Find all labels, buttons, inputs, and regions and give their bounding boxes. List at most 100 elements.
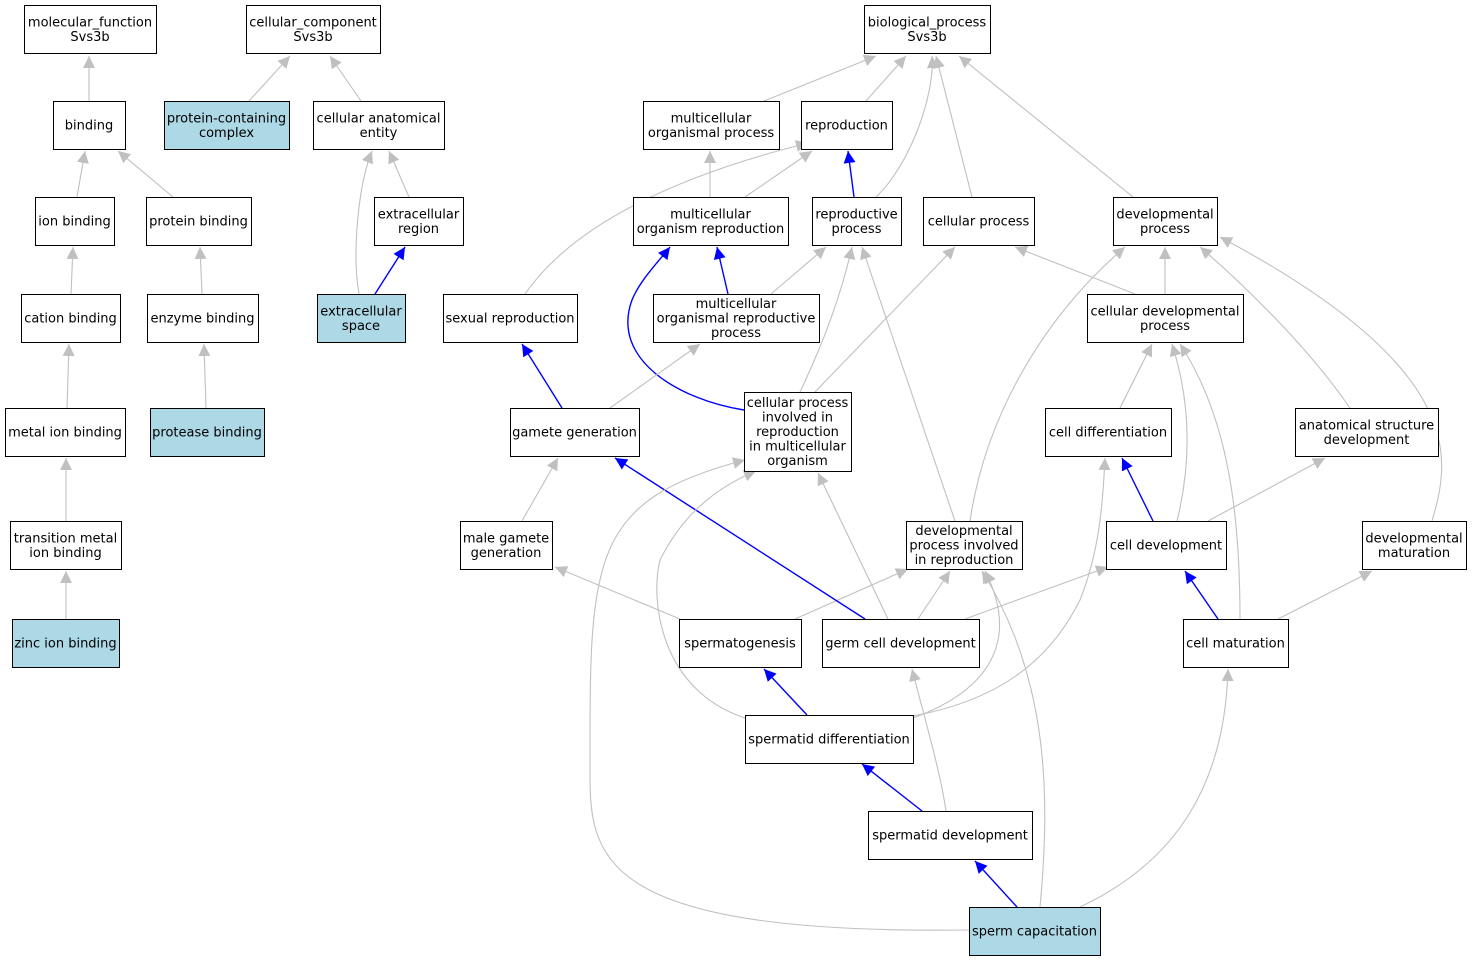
node-label-line: molecular_function [28,15,152,30]
node-label-line: involved in [762,411,833,426]
node-sperm-capacitation[interactable]: sperm capacitation [969,907,1101,956]
node-spermatid-development[interactable]: spermatid development [868,811,1033,860]
node-cell-maturation[interactable]: cell maturation [1183,619,1289,668]
edge-developmental-maturation-to-developmental-process [1219,236,1443,522]
node-cell-development[interactable]: cell development [1106,521,1227,570]
node-label-line: cellular process [928,215,1030,230]
node-box [1106,521,1227,570]
node-box [643,101,780,150]
node-box [801,101,893,150]
node-box [653,294,820,343]
node-germ-cell-development[interactable]: germ cell development [822,619,980,668]
node-gamete-generation[interactable]: gamete generation [510,408,640,457]
node-protease-binding[interactable]: protease binding [150,408,265,457]
node-label-line: process [1140,222,1190,237]
edge-layer [60,54,1443,931]
node-label-line: binding [65,119,113,134]
edge-spermatid-differentiation-to-cell-differentiation [912,457,1111,717]
node-box [24,5,157,54]
node-label-line: organismal reproductive [657,312,816,327]
node-zinc-ion-binding[interactable]: zinc ion binding [12,619,120,668]
node-box [864,5,991,54]
node-label-line: space [342,319,380,334]
node-binding[interactable]: binding [53,101,126,150]
node-label-line: reproductive [815,207,897,222]
node-cell-differentiation[interactable]: cell differentiation [1045,408,1172,457]
edge-developmental-process-involved-in-reproduction-to-reproductive-process [860,246,956,522]
node-label-line: cell development [1110,539,1222,554]
node-spermatid-differentiation[interactable]: spermatid differentiation [745,715,914,764]
node-metal-ion-binding[interactable]: metal ion binding [5,408,126,457]
node-spermatogenesis[interactable]: spermatogenesis [679,619,802,668]
node-label-line: protein binding [149,215,248,230]
node-box [53,101,126,150]
node-box [1045,408,1172,457]
node-label-line: entity [360,126,398,141]
node-protein-binding[interactable]: protein binding [146,197,252,246]
node-reproduction[interactable]: reproduction [801,101,893,150]
node-label-line: multicellular [670,207,751,222]
node-label-line: reproduction [756,425,839,440]
node-cation-binding[interactable]: cation binding [21,294,121,343]
node-label-line: organism [767,454,828,469]
edge-sperm-capacitation-to-cell-maturation [1079,668,1234,908]
node-label-line: generation [471,546,542,561]
node-box [317,294,406,343]
node-box [147,294,259,343]
node-enzyme-binding[interactable]: enzyme binding [147,294,259,343]
node-label-line: spermatid development [872,829,1028,844]
node-box [1295,408,1439,457]
node-label-line: cell differentiation [1049,426,1167,441]
node-sexual-reproduction[interactable]: sexual reproduction [443,294,578,343]
edge-sperm-capacitation-to-developmental-process-involved-in-reproduction [981,570,1046,908]
node-label-line: germ cell development [825,637,975,652]
node-label-line: Svs3b [70,30,109,45]
node-box [745,715,914,764]
node-box [812,197,902,246]
edge-cell-differentiation-to-cellular-developmental-process [1119,343,1153,409]
node-label-line: anatomical structure [1299,418,1434,433]
edge-multicellular-organism-reproduction-to-reproduction [744,150,813,198]
node-label-line: protein-containing [167,111,286,126]
node-label-line: maturation [1378,546,1450,561]
node-box [313,101,445,150]
node-label-line: ion binding [38,215,110,230]
node-label-line: cellular_component [249,15,377,30]
node-label-line: region [398,222,439,237]
node-box [923,197,1035,246]
node-cellular-process[interactable]: cellular process [923,197,1035,246]
node-label-line: extracellular [378,207,460,222]
node-box [164,101,290,150]
node-box [969,907,1101,956]
edge-spermatid-development-to-germ-cell-development [909,668,947,812]
node-label-line: cellular anatomical [317,111,441,126]
node-box [868,811,1033,860]
node-box [1183,619,1289,668]
edge-reproduction-to-biological-process [865,55,907,102]
node-box [744,392,852,472]
node-label-line: developmental [1365,531,1462,546]
node-ion-binding[interactable]: ion binding [35,197,115,246]
node-box [822,619,980,668]
edge-germ-cell-development-to-cellular-process-involved-in-reproduction [817,472,889,620]
